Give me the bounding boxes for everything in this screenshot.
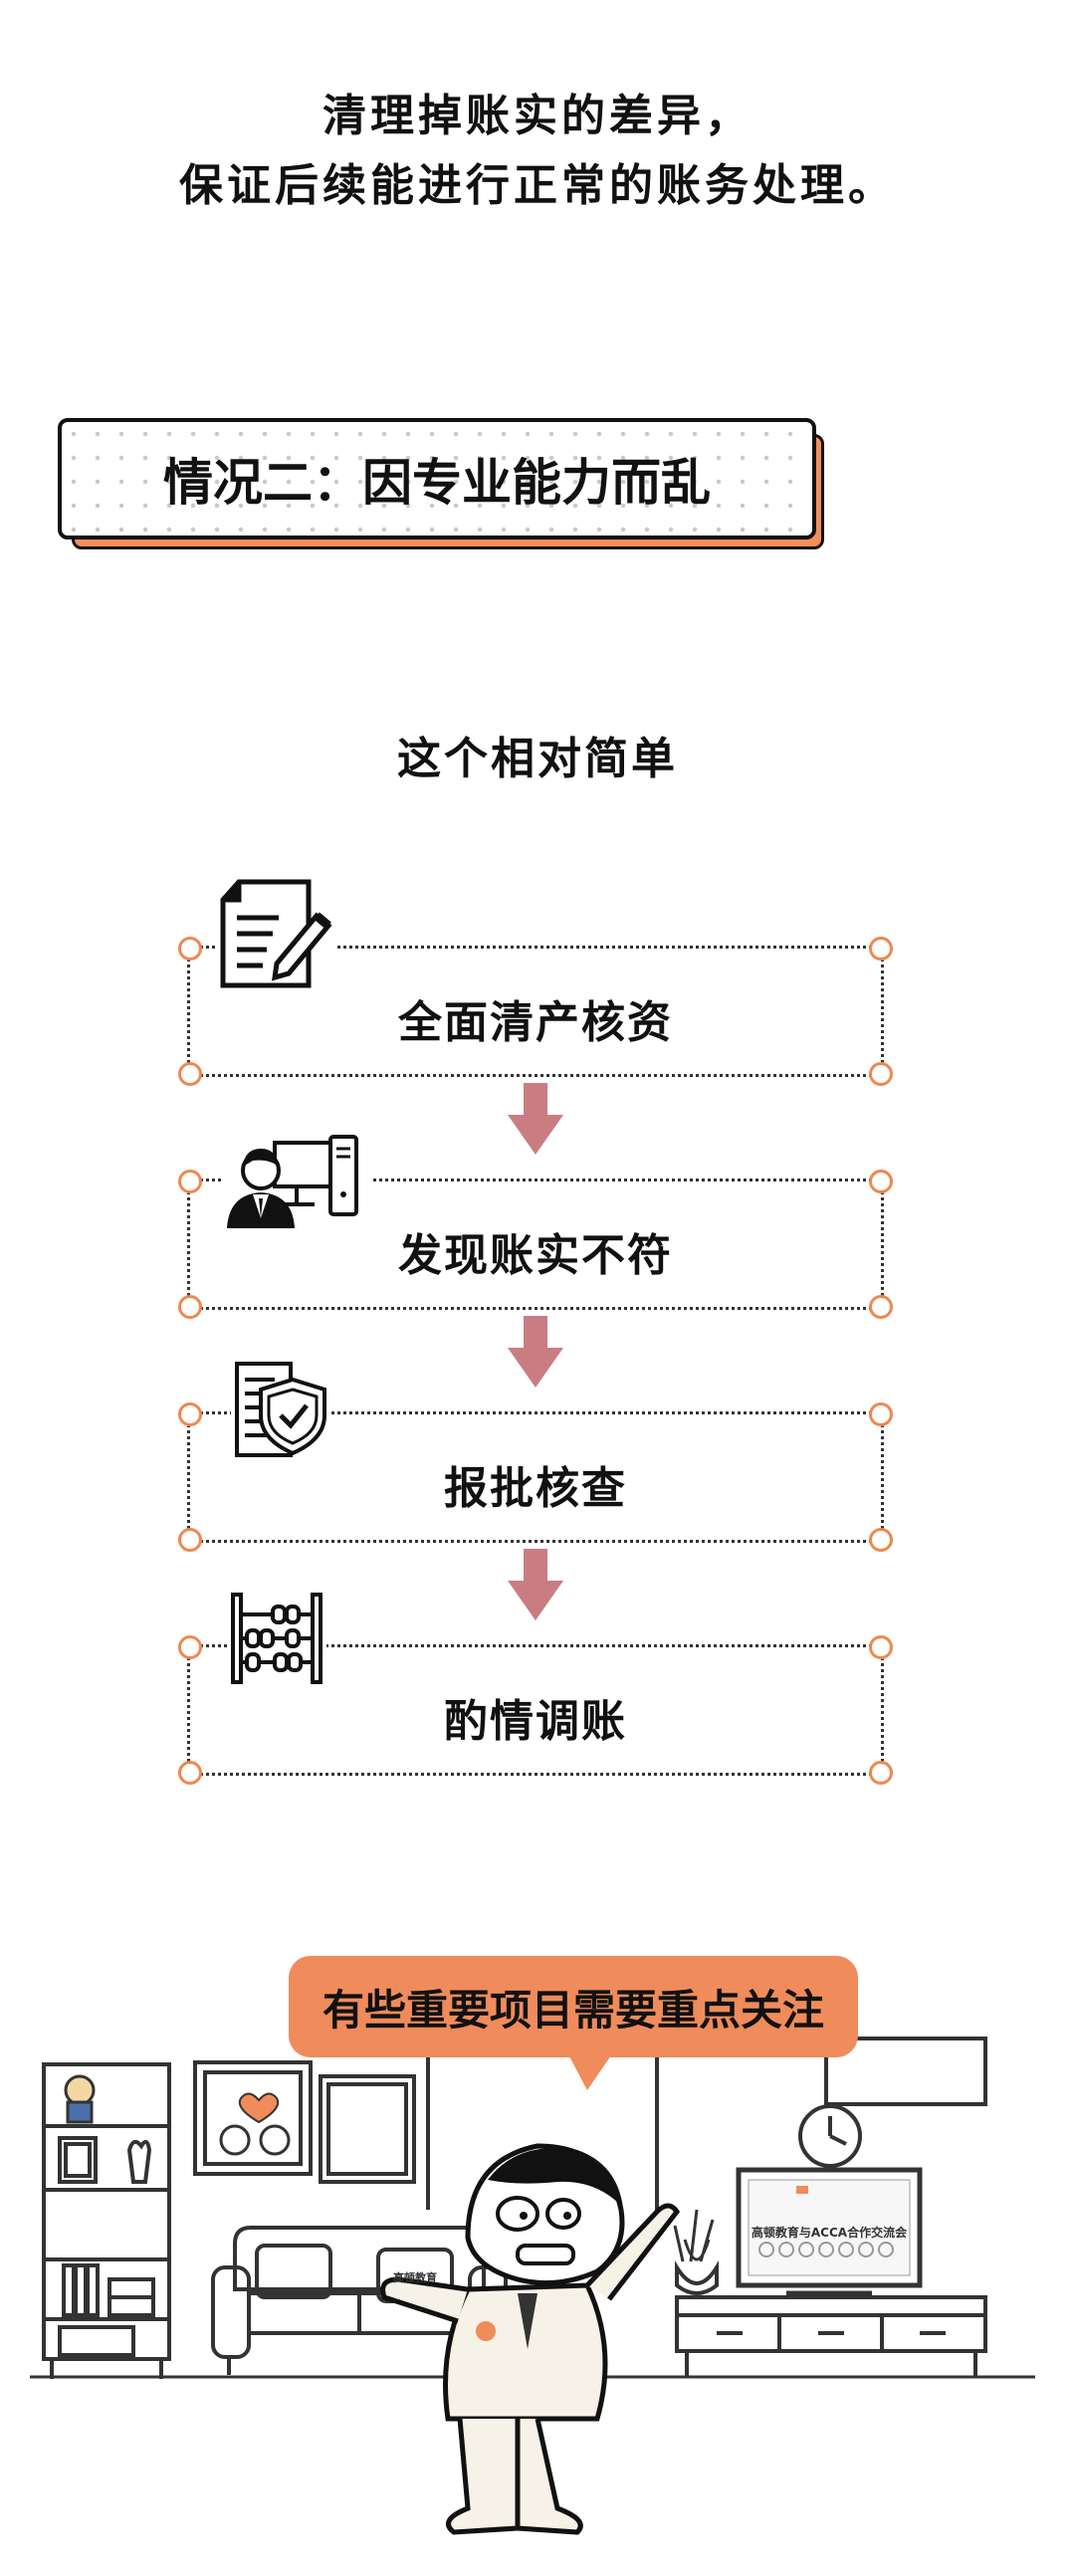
corner-dot <box>178 1761 202 1785</box>
speech-bubble: 有些重要项目需要重点关注 <box>289 1956 858 2057</box>
down-arrow-icon <box>508 1316 563 1388</box>
step-box: 发现账实不符 <box>178 1170 893 1319</box>
speech-bubble-tail <box>567 2052 613 2090</box>
corner-dot <box>178 1295 202 1319</box>
corner-dot <box>869 1402 893 1426</box>
abacus-icon <box>227 1589 326 1692</box>
document-shield-icon <box>231 1360 330 1463</box>
corner-dot <box>178 1528 202 1552</box>
corner-dot <box>869 1635 893 1659</box>
section-title: 情况二：因专业能力而乱 <box>163 454 711 512</box>
step-label: 报批核查 <box>444 1463 627 1514</box>
step-label: 全面清产核资 <box>398 997 673 1048</box>
step-box: 报批核查 <box>178 1402 893 1552</box>
intro-line-1: 清理掉账实的差异， <box>322 91 752 141</box>
corner-dot <box>178 1170 202 1193</box>
intro-line-2: 保证后续能进行正常的账务处理。 <box>179 160 896 211</box>
corner-dot <box>869 1761 893 1785</box>
corner-dot <box>869 1528 893 1552</box>
corner-dot <box>869 1170 893 1193</box>
corner-dot <box>869 937 893 961</box>
corner-dot <box>869 1062 893 1086</box>
corner-dot <box>178 937 202 961</box>
step-box: 酌情调账 <box>178 1635 893 1785</box>
corner-dot <box>178 1402 202 1426</box>
document-pen-icon <box>217 876 336 997</box>
pillow-label: 高顿教育 <box>393 2271 437 2284</box>
corner-dot <box>178 1635 202 1659</box>
subtitle: 这个相对简单 <box>397 734 678 784</box>
corner-dot <box>869 1295 893 1319</box>
step-label: 酌情调账 <box>444 1696 627 1747</box>
step-label: 发现账实不符 <box>398 1230 673 1281</box>
corner-dot <box>178 1062 202 1086</box>
down-arrow-icon <box>508 1549 563 1620</box>
section-title-box: 情况二：因专业能力而乱 <box>58 418 816 539</box>
person-computer-icon <box>223 1133 372 1232</box>
down-arrow-icon <box>508 1083 563 1155</box>
office-illustration: 高顿教育与ACCA合作交流会 高顿教育 <box>0 1951 1075 2576</box>
step-box: 全面清产核资 <box>178 937 893 1086</box>
tv-caption: 高顿教育与ACCA合作交流会 <box>751 2226 908 2240</box>
